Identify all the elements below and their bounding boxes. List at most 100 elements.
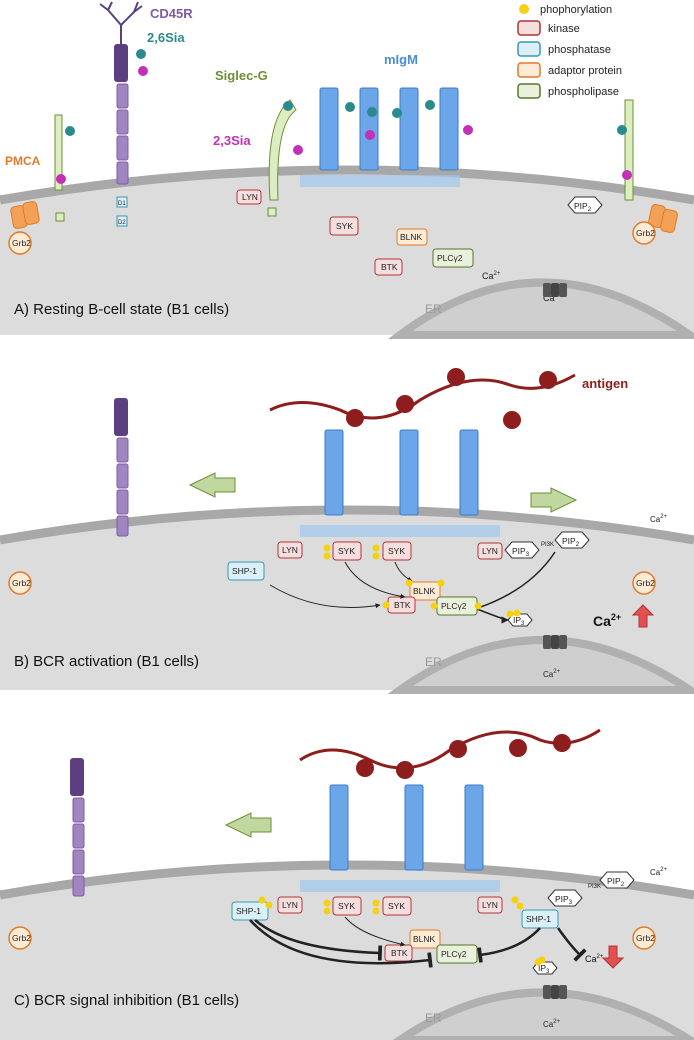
- phosphorylation-dots: [258, 544, 546, 966]
- svg-text:PLCγ2: PLCγ2: [441, 949, 467, 959]
- svg-text:PIP3: PIP3: [512, 546, 530, 558]
- legend-adaptor-swatch: [517, 62, 541, 78]
- legend-phosphatase-swatch: [517, 41, 541, 57]
- er-label: ER: [425, 302, 442, 316]
- svg-text:PIP2: PIP2: [562, 536, 580, 548]
- svg-text:BLNK: BLNK: [413, 934, 436, 944]
- pi3k-label-c: PI3K: [588, 884, 601, 890]
- panel-c: ER C) BCR signal inhibition (B1 cells) S…: [0, 728, 694, 1040]
- legend-kinase-swatch: [517, 20, 541, 36]
- panel-c-title: C) BCR signal inhibition (B1 cells): [14, 992, 239, 1009]
- svg-text:LYN: LYN: [242, 192, 258, 202]
- calcium-efflux-b: Ca2+: [650, 514, 668, 524]
- er-label: ER: [425, 1011, 442, 1025]
- calcium-channel-b: [543, 635, 567, 649]
- syk-c1: SYK: [332, 896, 362, 916]
- sia26-label: 2,6Sia: [147, 30, 185, 45]
- pmca-label: PMCA: [5, 154, 41, 168]
- pip2-b: PIP2: [554, 531, 590, 549]
- svg-text:IP3: IP3: [513, 615, 525, 627]
- grb2-left: Grb2: [8, 231, 32, 255]
- syk-b2: SYK: [382, 541, 412, 561]
- svg-text:Grb2: Grb2: [12, 933, 31, 943]
- calcium-er-b: Ca2+: [543, 669, 561, 679]
- panel-b-title: B) BCR activation (B1 cells): [14, 653, 199, 670]
- legend-phospholipase-swatch: [517, 83, 541, 99]
- cd45r-label: CD45R: [150, 6, 193, 21]
- legend-phospholipase: phospholipase: [548, 86, 619, 98]
- grb2-b-left: Grb2: [8, 571, 32, 595]
- pi3k-label-b: PI3K: [541, 542, 554, 548]
- svg-text:PIP2: PIP2: [574, 201, 592, 213]
- cd45r-receptor-c: [70, 758, 85, 897]
- lyn-c2: LYN: [477, 896, 503, 914]
- svg-text:BLNK: BLNK: [413, 586, 436, 596]
- plcg2-c: PLCγ2: [436, 944, 478, 964]
- legend-phosphorylation: phophorylation: [540, 4, 612, 16]
- lyn-c1: LYN: [277, 896, 303, 914]
- panel-b: ER B) BCR activation (B1 cells) antigen …: [0, 368, 694, 694]
- svg-text:LYN: LYN: [282, 545, 298, 555]
- grb2-b: Grb2: [632, 571, 656, 595]
- svg-text:SYK: SYK: [388, 546, 405, 556]
- lyn-b1: LYN: [277, 541, 303, 559]
- svg-text:SHP-1: SHP-1: [232, 566, 257, 576]
- svg-text:SHP-1: SHP-1: [526, 914, 551, 924]
- svg-text:SHP-1: SHP-1: [236, 906, 261, 916]
- svg-text:SYK: SYK: [338, 546, 355, 556]
- svg-text:BTK: BTK: [394, 600, 411, 610]
- calcium-channel-c: [543, 985, 567, 999]
- btk-b: BTK: [387, 596, 416, 614]
- svg-text:LYN: LYN: [482, 900, 498, 910]
- svg-text:D2: D2: [118, 220, 126, 226]
- svg-text:Grb2: Grb2: [636, 578, 655, 588]
- antigen: [269, 373, 576, 420]
- pip2-c: PIP2: [599, 871, 635, 889]
- blnk-b: BLNK: [409, 581, 441, 601]
- btk-a: BTK: [374, 258, 403, 276]
- syk-b1: SYK: [332, 541, 362, 561]
- svg-text:SYK: SYK: [338, 901, 355, 911]
- legend-phosphatase: phosphatase: [548, 44, 611, 56]
- calcium-decrease: Ca2+: [585, 945, 625, 969]
- svg-text:SYK: SYK: [336, 221, 353, 231]
- svg-text:PIP2: PIP2: [607, 876, 625, 888]
- pip3-b: PIP3: [504, 541, 540, 559]
- svg-text:BTK: BTK: [381, 262, 398, 272]
- svg-text:Ca2+: Ca2+: [593, 612, 621, 629]
- panel-a-title: A) Resting B-cell state (B1 cells): [14, 301, 229, 318]
- svg-text:LYN: LYN: [482, 546, 498, 556]
- antigen-label: antigen: [582, 376, 628, 391]
- svg-text:PLCγ2: PLCγ2: [441, 601, 467, 611]
- migration-arrow-right: [530, 487, 578, 513]
- cd45r-receptor-b: [114, 398, 129, 537]
- pmca-pump-right: [648, 204, 678, 233]
- grb2-c: Grb2: [632, 926, 656, 950]
- pip3-c: PIP3: [547, 889, 583, 907]
- siglecg-receptor-left: [54, 114, 75, 222]
- svg-text:Ca2+: Ca2+: [585, 954, 604, 964]
- phosphorylation-legend-dot: [519, 4, 529, 14]
- d2-domain: [116, 215, 128, 227]
- blnk-c: BLNK: [409, 929, 441, 949]
- svg-text:Grb2: Grb2: [636, 228, 655, 238]
- pmca-pump-left: [10, 201, 40, 229]
- svg-text:BTK: BTK: [391, 948, 408, 958]
- shp1-c-left: SHP-1: [231, 901, 269, 921]
- calcium-increase: Ca2+: [593, 604, 655, 629]
- grb2-c-left: Grb2: [8, 926, 32, 950]
- svg-text:Grb2: Grb2: [636, 933, 655, 943]
- sia23-label: 2,3Sia: [213, 133, 251, 148]
- calcium-channel-a: [543, 283, 567, 297]
- legend-adaptor: adaptor protein: [548, 65, 622, 77]
- migm-label: mIgM: [384, 52, 418, 67]
- lyn-b2: LYN: [477, 542, 503, 560]
- svg-text:D1: D1: [118, 201, 126, 207]
- svg-text:IP3: IP3: [538, 963, 550, 975]
- syk-a: SYK: [329, 216, 359, 236]
- cd45r-receptor: D1 D2: [99, 1, 148, 227]
- pip2-a: PIP2: [567, 196, 603, 214]
- shp1-b: SHP-1: [227, 561, 265, 581]
- lyn-a: LYN: [236, 189, 262, 205]
- svg-text:Ca2+: Ca2+: [482, 271, 501, 281]
